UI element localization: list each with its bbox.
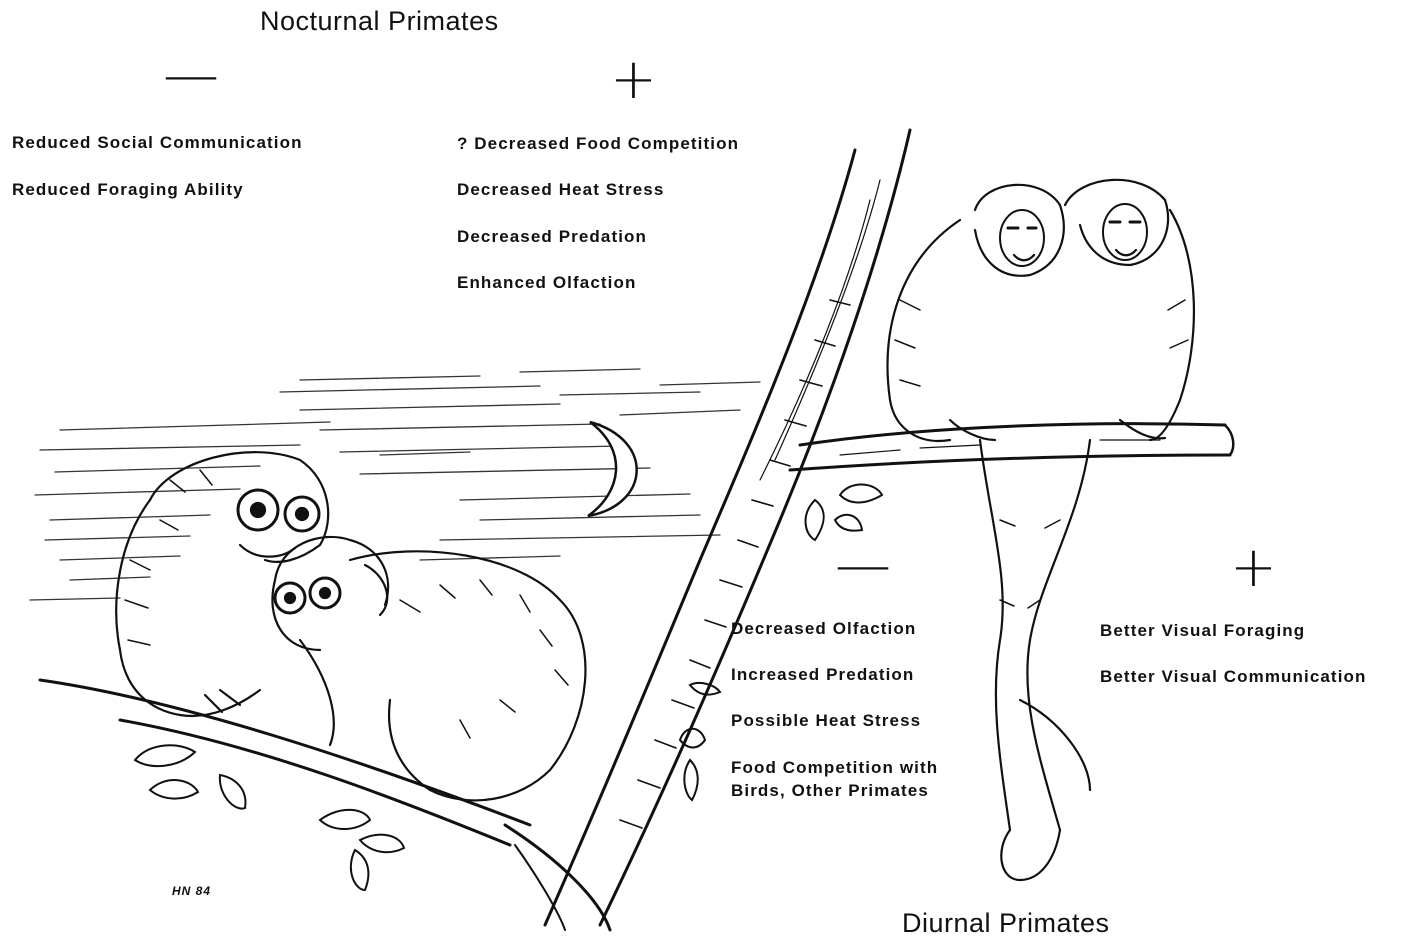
- nocturnal-title: Nocturnal Primates: [260, 6, 499, 37]
- diurnal-plus-sign: +: [1230, 540, 1277, 596]
- nocturnal-plus-sign: +: [610, 52, 657, 108]
- branch-left: [40, 680, 610, 930]
- diurnal-disadvantages-list: Decreased Olfaction Increased Predation …: [731, 618, 938, 827]
- diurnal-minus-sign: —: [835, 538, 891, 594]
- nocturnal-advantages-list: ? Decreased Food Competition Decreased H…: [457, 133, 739, 293]
- list-item: Decreased Heat Stress: [457, 179, 739, 200]
- list-item: Reduced Social Communication: [12, 132, 303, 153]
- list-item: Food Competition with Birds, Other Prima…: [731, 756, 938, 802]
- leaf: [135, 745, 404, 890]
- nocturnal-disadvantages-list: Reduced Social Communication Reduced For…: [12, 132, 303, 200]
- artist-signature: HN 84: [172, 884, 211, 898]
- list-item: Reduced Foraging Ability: [12, 179, 303, 200]
- list-item: Better Visual Foraging: [1100, 620, 1367, 641]
- galago: [272, 537, 585, 800]
- diurnal-advantages-list: Better Visual Foraging Better Visual Com…: [1100, 620, 1367, 687]
- branch-right: [790, 424, 1233, 470]
- list-item: Better Visual Communication: [1100, 666, 1367, 687]
- list-item: Decreased Olfaction: [731, 618, 938, 639]
- list-item: Increased Predation: [731, 664, 938, 685]
- list-item: Decreased Predation: [457, 226, 739, 247]
- list-item: Enhanced Olfaction: [457, 272, 739, 293]
- list-item: Possible Heat Stress: [731, 710, 938, 731]
- nocturnal-minus-sign: —: [163, 48, 219, 104]
- diurnal-title: Diurnal Primates: [902, 908, 1110, 939]
- list-item: ? Decreased Food Competition: [457, 133, 739, 154]
